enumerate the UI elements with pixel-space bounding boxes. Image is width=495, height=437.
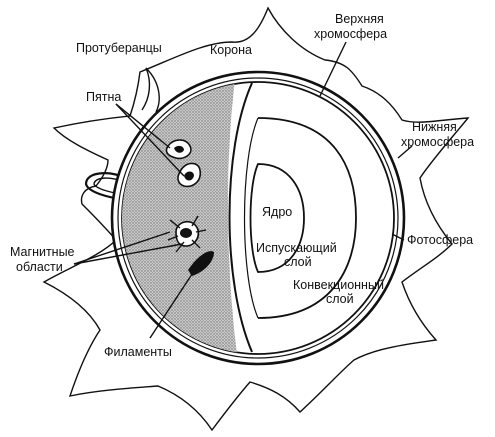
leader-magnetic-1 [73,231,171,265]
label-photosphere: Фотосфера [407,233,473,247]
prominence-flame [141,67,160,113]
leader-lower-chromosphere [397,145,413,159]
label-spots: Пятна [86,90,121,104]
leader-spots-2 [115,103,185,177]
core-outline [249,163,305,273]
label-magnetic-regions-2: области [16,260,63,274]
label-lower-chromosphere-2: хромосфера [401,135,474,149]
sunspot-lower [177,162,202,188]
leader-photosphere [391,233,405,241]
label-corona: Корона [210,43,252,57]
label-filaments: Филаменты [104,345,172,359]
cutaway-boundary [228,82,253,353]
label-magnetic-regions-1: Магнитные [10,245,75,259]
leader-upper-chromosphere [319,41,347,97]
sunspot-upper [165,139,192,160]
label-radiative-layer-1: Испускающий [256,241,337,255]
leader-magnetic-2 [73,243,183,265]
label-lower-chromosphere-1: Нижняя [412,120,457,134]
corona-outline [42,6,470,432]
radiative-zone-edge [243,117,259,319]
convective-layer-boundary [257,117,357,319]
label-convective-layer-2: слой [326,292,354,306]
leader-spots-1 [115,103,171,149]
label-radiative-layer-2: слой [284,255,312,269]
leader-filaments [149,261,201,339]
label-core: Ядро [262,205,292,219]
magnetic-region-spot [167,215,207,253]
label-convective-layer-1: Конвекционный [293,278,384,292]
prominence-loop [84,172,129,202]
photosphere-disk-shading [122,82,252,354]
label-upper-chromosphere-2: хромосфера [314,27,387,41]
lower-chromosphere-ring [117,77,399,359]
label-upper-chromosphere-1: Верхняя [335,12,384,26]
label-prominences: Протуберанцы [76,41,162,55]
